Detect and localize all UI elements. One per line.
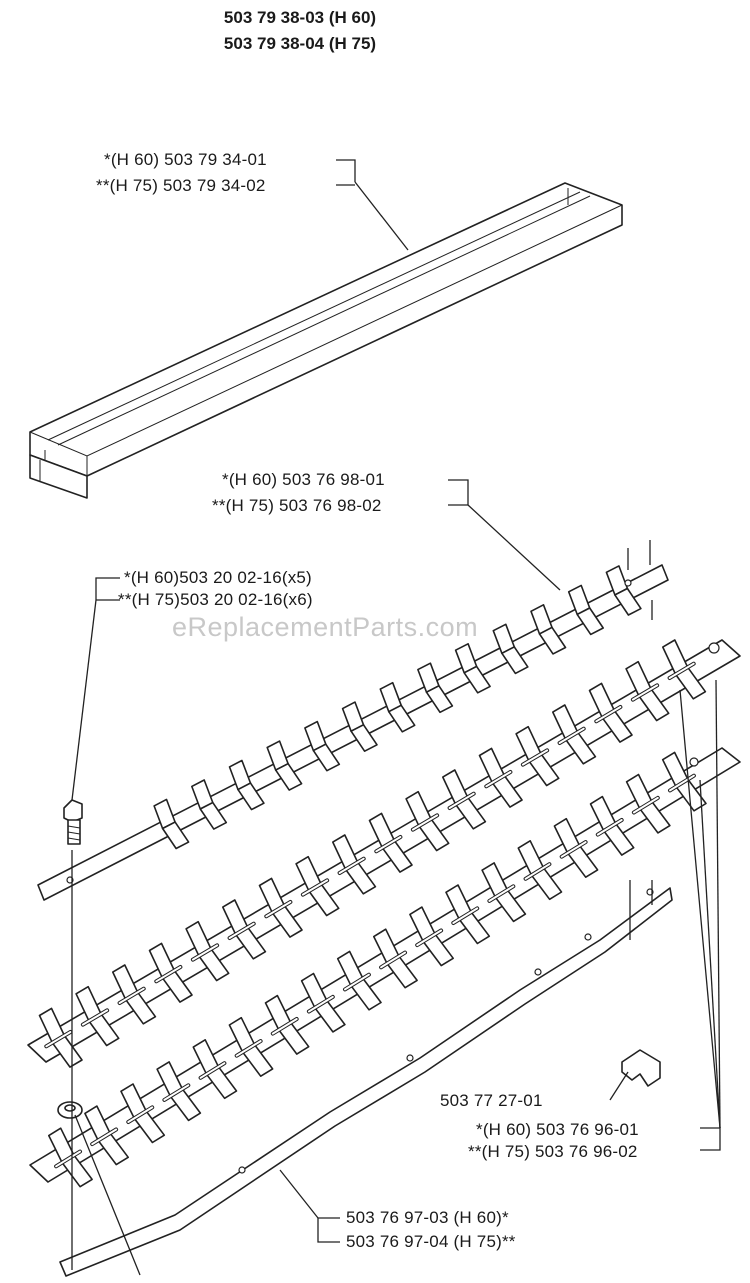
blade-tooth bbox=[614, 587, 642, 616]
blade-slot bbox=[271, 1018, 298, 1035]
screw-part bbox=[63, 799, 83, 845]
blade-tooth bbox=[387, 704, 416, 733]
assembly-number-h75: 503 79 38-04 (H 75) bbox=[223, 34, 377, 53]
blade-slot bbox=[669, 774, 695, 792]
leader-lines bbox=[71, 159, 721, 1276]
blade-slot bbox=[45, 1031, 72, 1048]
blade-slot bbox=[488, 885, 515, 902]
callout-spacer-h75: 503 76 97-04 (H 75)** bbox=[346, 1232, 516, 1251]
middle-blade-teeth bbox=[38, 639, 707, 1068]
callout-guide-bar-h75: **(H 75) 503 79 34-02 bbox=[96, 176, 266, 195]
blade-slot bbox=[485, 771, 512, 788]
blade-slot bbox=[416, 929, 443, 947]
blade-slot bbox=[163, 1084, 190, 1101]
blade-slot bbox=[55, 1150, 81, 1168]
blade-slot bbox=[524, 863, 551, 880]
blade-slot bbox=[118, 987, 145, 1004]
blade-tooth bbox=[576, 607, 605, 636]
blade-slot bbox=[265, 901, 292, 918]
washer-part bbox=[57, 1101, 83, 1119]
blade-slot bbox=[452, 907, 479, 924]
blade-slot bbox=[199, 1062, 226, 1079]
callout-upper-blade-h60: *(H 60) 503 76 98-01 bbox=[222, 470, 385, 489]
callout-lower-blade-h75: **(H 75) 503 76 96-02 bbox=[468, 1142, 638, 1161]
blade-slot bbox=[596, 819, 623, 836]
callout-screw-h75: **(H 75)503 20 02-16(x6) bbox=[118, 590, 313, 609]
blade-tooth bbox=[538, 626, 567, 655]
watermark: eReplacementParts.com bbox=[172, 612, 479, 642]
blade-tooth bbox=[350, 723, 378, 753]
blade-slot bbox=[595, 706, 622, 723]
blade-slot bbox=[668, 662, 695, 679]
callout-upper-blade-h75: **(H 75) 503 76 98-02 bbox=[212, 496, 382, 515]
blade-slot bbox=[631, 684, 659, 701]
blade-slot bbox=[380, 951, 406, 969]
upper-blade-part bbox=[37, 564, 669, 901]
lower-blade-part bbox=[29, 747, 741, 1188]
blade-slot bbox=[375, 836, 402, 853]
assembly-number-h60: 503 79 38-03 (H 60) bbox=[223, 8, 377, 27]
callout-guide-bar-h60: *(H 60) 503 79 34-01 bbox=[104, 150, 267, 169]
callout-lower-blade-h60: *(H 60) 503 76 96-01 bbox=[476, 1120, 639, 1139]
blade-slot bbox=[307, 995, 334, 1013]
blade-tooth bbox=[463, 665, 491, 694]
blade-tooth bbox=[501, 646, 529, 675]
blade-tooth bbox=[425, 684, 454, 714]
lower-blade-teeth bbox=[47, 751, 707, 1188]
blade-tooth bbox=[237, 782, 265, 811]
blade-slot bbox=[81, 1009, 109, 1026]
blade-slot bbox=[344, 973, 370, 991]
blade-slot bbox=[411, 814, 439, 831]
blade-slot bbox=[155, 966, 182, 983]
blade-slot bbox=[235, 1040, 262, 1057]
blade-slot bbox=[91, 1128, 118, 1146]
blade-slot bbox=[127, 1106, 154, 1123]
blade-tooth bbox=[312, 743, 341, 772]
blade-slot bbox=[558, 727, 585, 744]
blade-tooth bbox=[274, 762, 303, 791]
callout-spacer-h60: 503 76 97-03 (H 60)* bbox=[346, 1208, 509, 1227]
blade-tooth bbox=[161, 821, 190, 850]
blade-slot bbox=[191, 944, 219, 961]
blade-slot bbox=[521, 749, 549, 766]
clip-part bbox=[621, 1049, 661, 1087]
blade-tooth bbox=[199, 801, 228, 830]
blade-slot bbox=[228, 922, 255, 939]
upper-blade-teeth bbox=[153, 565, 642, 850]
blade-slot bbox=[301, 879, 329, 896]
callout-screw-h60: *(H 60)503 20 02-16(x5) bbox=[124, 568, 312, 587]
middle-blade-part bbox=[27, 639, 741, 1068]
blade-slot bbox=[338, 857, 365, 874]
blade-slot bbox=[448, 792, 475, 809]
callout-clip: 503 77 27-01 bbox=[440, 1091, 543, 1110]
spacer-strip-part bbox=[59, 887, 673, 1277]
blade-slot bbox=[632, 796, 659, 814]
blade-slot bbox=[560, 841, 587, 858]
guide-bar-part bbox=[29, 182, 623, 499]
